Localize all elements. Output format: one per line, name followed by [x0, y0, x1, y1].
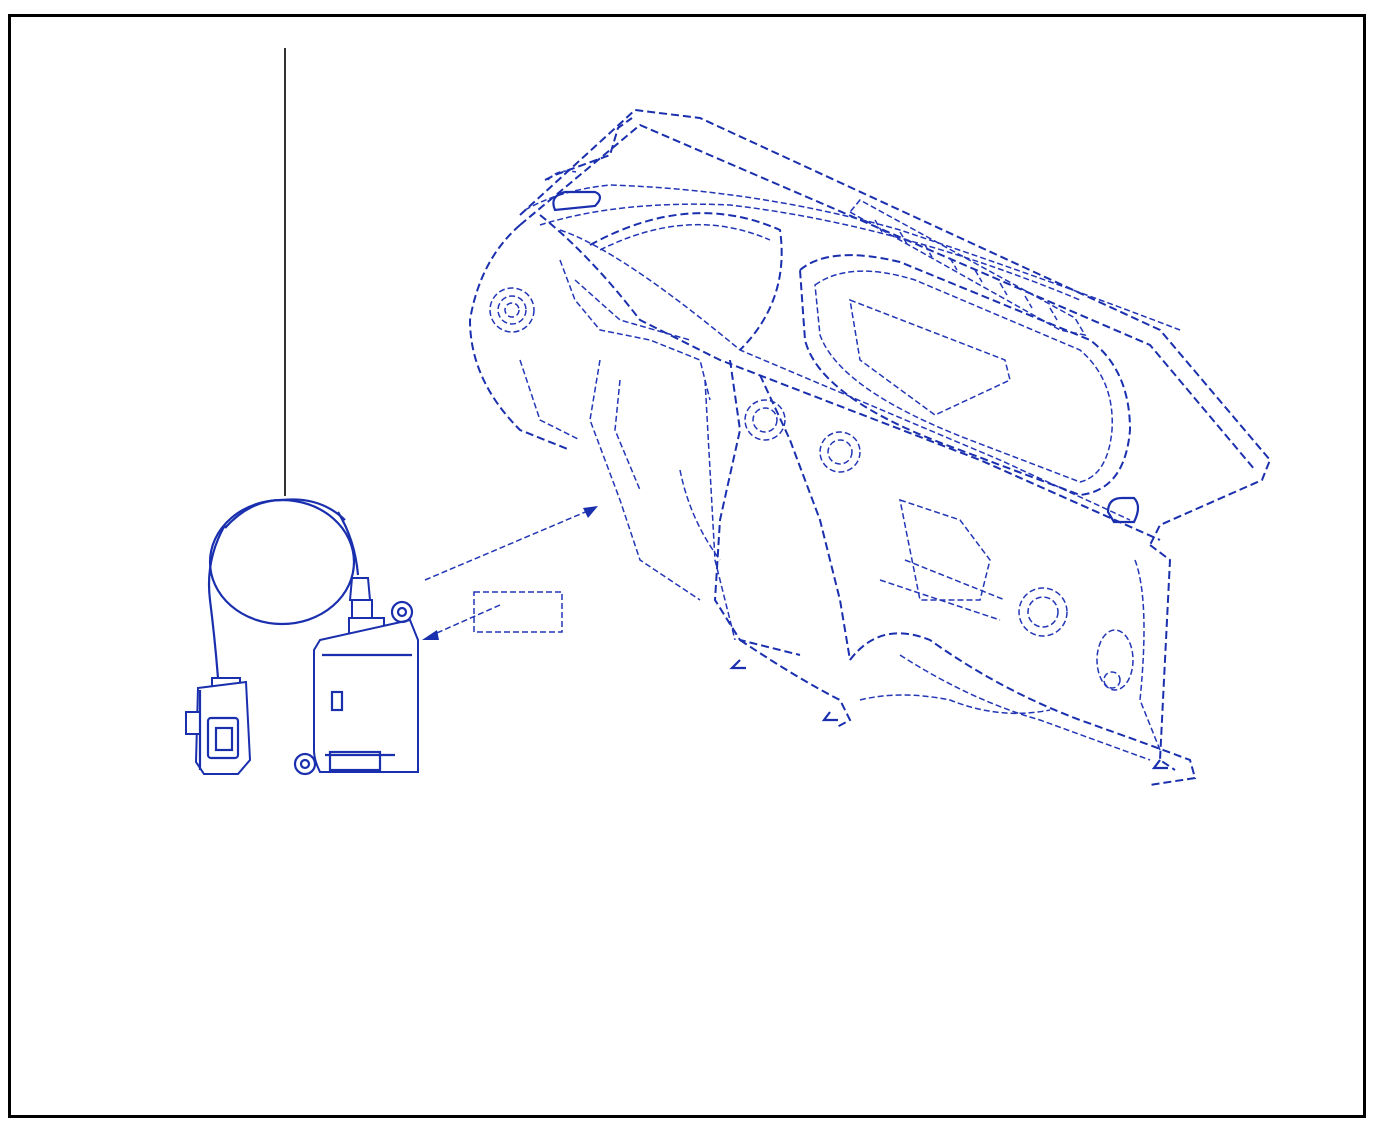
drawing-frame: [8, 14, 1366, 1118]
dashboard-assembly: [468, 108, 1272, 786]
installation-arrows: [422, 506, 598, 640]
install-arrow-lower: [429, 604, 501, 637]
part-1-module-with-cable: [185, 498, 419, 776]
placeholder-label-box: [473, 591, 563, 633]
install-arrow-upper: [424, 509, 591, 581]
